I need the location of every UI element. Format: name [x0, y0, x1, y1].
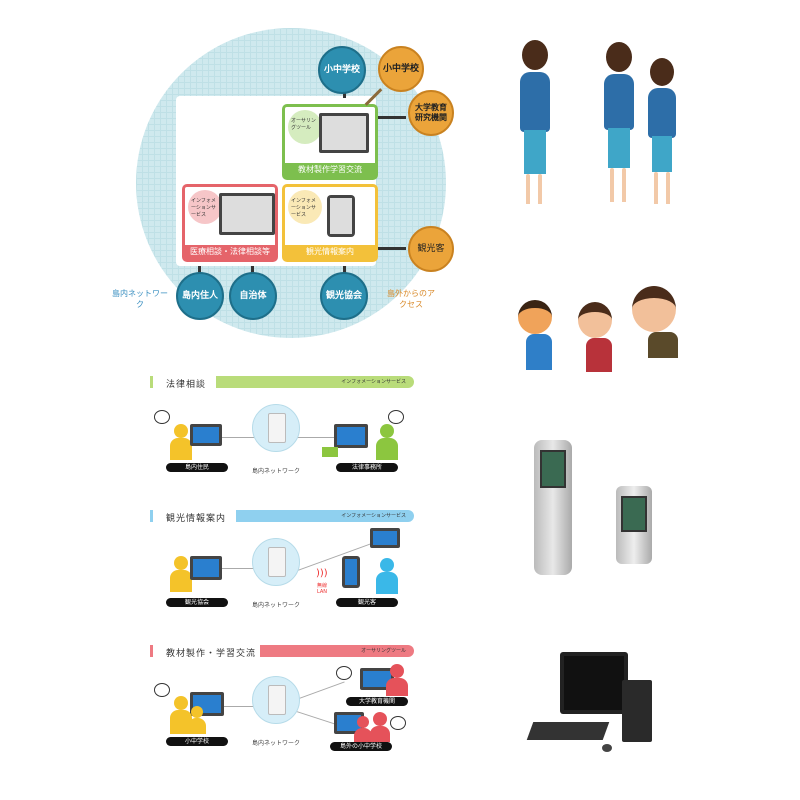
- pc-icon: [360, 668, 394, 690]
- inner-network-label: 島内ネットワーク: [112, 289, 168, 309]
- panel-medical: インフォメーションサービス 医療相談・法律相談等: [182, 184, 278, 262]
- speech-bubble-icon: [154, 683, 170, 697]
- node-tourist: 観光客: [408, 226, 454, 272]
- speech-bubble-icon: [154, 410, 170, 424]
- monitor-icon: [219, 193, 275, 235]
- pc-tower-icon: [622, 680, 652, 742]
- node-tourism-association: 観光協会: [320, 272, 368, 320]
- tablet-icon: [327, 195, 355, 237]
- book-icon: [322, 447, 338, 457]
- node-university: 大学教育研究機関: [408, 90, 454, 136]
- service-bar: インフォメーションサービス: [236, 510, 414, 522]
- tag-outside-school: 島外の小中学校: [330, 742, 392, 751]
- service-bar: オーサリングツール: [260, 645, 414, 657]
- panel-caption: 医療相談・法律相談等: [185, 245, 275, 259]
- network-label: 島内ネットワーク: [252, 468, 301, 475]
- network-label: 島内ネットワーク: [252, 602, 301, 609]
- pc-icon: [370, 528, 400, 548]
- service-bar: インフォメーションサービス: [216, 376, 414, 388]
- node-municipality: 自治体: [229, 272, 277, 320]
- laptop-icon: [190, 424, 222, 446]
- panel-authoring: オーサリングツール 教材製作学習交流: [282, 104, 378, 180]
- network-globe: [252, 538, 300, 586]
- wireless-icon: ))): [316, 568, 328, 579]
- tag-tourism-association: 観光協会: [166, 598, 228, 607]
- tag-school: 小中学校: [166, 737, 228, 746]
- tag-law-office: 法律事務所: [336, 463, 398, 472]
- panel-bubble: オーサリングツール: [288, 110, 322, 144]
- wireless-label: 無線LAN: [316, 583, 328, 595]
- desktop-monitor-icon: [560, 652, 628, 714]
- tag-tourist: 観光客: [336, 598, 398, 607]
- node-elementary-school: 小中学校: [318, 46, 366, 94]
- pc-icon: [334, 424, 368, 448]
- flip-phone-open-icon: [534, 440, 572, 575]
- speech-bubble-icon: [388, 410, 404, 424]
- node-outside-school: 小中学校: [378, 46, 424, 92]
- mouse-icon: [602, 744, 612, 752]
- section-title: 観光情報案内: [166, 514, 227, 524]
- network-globe: [252, 676, 300, 724]
- panel-bubble: インフォメーションサービス: [288, 190, 322, 224]
- section-title: 法律相談: [166, 380, 207, 390]
- tag-university: 大学教育機関: [346, 697, 408, 706]
- pc-icon: [190, 556, 222, 580]
- section-title: 教材製作・学習交流: [166, 649, 257, 659]
- panel-tourism: インフォメーションサービス 観光情報案内: [282, 184, 378, 262]
- outer-access-label: 島外からのアクセス: [387, 289, 435, 309]
- monitor-icon: [319, 113, 369, 153]
- flip-phone-icon: [616, 486, 652, 564]
- network-label: 島内ネットワーク: [252, 740, 301, 747]
- panel-caption: 観光情報案内: [285, 245, 375, 259]
- speech-bubble-icon: [336, 666, 352, 680]
- keyboard-icon: [526, 722, 610, 740]
- panel-bubble: インフォメーションサービス: [188, 190, 222, 224]
- smartphone-icon: [342, 556, 360, 588]
- speech-bubble-icon: [390, 716, 406, 730]
- node-residents: 島内住人: [176, 272, 224, 320]
- panel-caption: 教材製作学習交流: [285, 163, 375, 177]
- network-globe: [252, 404, 300, 452]
- tag-residents: 島内住民: [166, 463, 228, 472]
